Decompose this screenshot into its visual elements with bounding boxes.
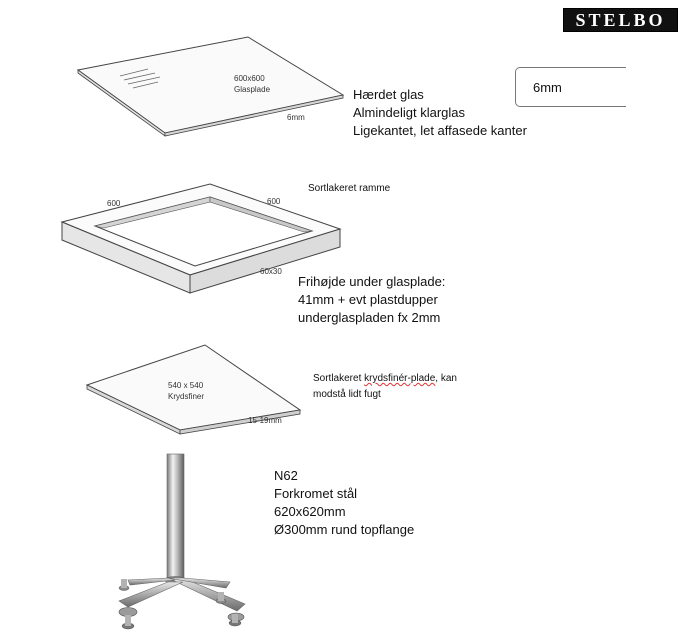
glass-thickness-label: 6mm bbox=[287, 113, 305, 122]
plywood-size-label: 540 x 540 bbox=[168, 381, 204, 390]
frame-dim-right: 600 bbox=[267, 197, 281, 206]
frame-spec-line-3: underglaspladen fx 2mm bbox=[298, 310, 441, 325]
plywood-thickness-label: 15-19mm bbox=[248, 416, 282, 425]
frame-dim-profile: 60x30 bbox=[260, 267, 282, 276]
glass-thickness-box-text: 6mm bbox=[533, 80, 562, 95]
base-spec-line-2: Forkromet stål bbox=[274, 486, 358, 501]
base-spec-line-4: Ø300mm rund topflange bbox=[274, 522, 415, 537]
glass-name-label: Glasplade bbox=[234, 85, 271, 94]
frame-title: Sortlakeret ramme bbox=[308, 183, 391, 194]
logo-text: STELBO bbox=[575, 9, 666, 30]
base-spec-line-3: 620x620mm bbox=[274, 504, 346, 519]
frame-dim-left: 600 bbox=[107, 199, 121, 208]
table-base-drawing bbox=[118, 453, 246, 630]
plywood-desc-post: , kan bbox=[435, 373, 457, 384]
glass-spec-line-2: Almindeligt klarglas bbox=[353, 105, 465, 120]
plywood-desc-line-1: Sortlakeret krydsfinér-plade, kan bbox=[313, 373, 457, 384]
plywood-desc-line-2: modstå lidt fugt bbox=[313, 389, 381, 400]
plywood-desc-word: krydsfinér-plade bbox=[364, 373, 436, 384]
plywood-desc-pre: Sortlakeret bbox=[313, 373, 365, 384]
glass-spec-line-3: Ligekantet, let affasede kanter bbox=[353, 123, 527, 138]
glass-size-label: 600x600 bbox=[234, 74, 265, 83]
frame-drawing bbox=[60, 183, 342, 294]
plywood-name-label: Krydsfiner bbox=[168, 392, 205, 401]
plywood-drawing bbox=[85, 344, 302, 435]
glass-spec-line-1: Hærdet glas bbox=[353, 87, 424, 102]
glass-thickness-box: 6mm bbox=[515, 67, 626, 107]
frame-spec-line-2: 41mm + evt plastdupper bbox=[298, 292, 438, 307]
glass-plate-drawing bbox=[76, 36, 345, 137]
stelbo-logo: STELBO bbox=[563, 8, 678, 32]
base-spec-line-1: N62 bbox=[274, 468, 298, 483]
frame-spec-line-1: Frihøjde under glasplade: bbox=[298, 274, 446, 289]
